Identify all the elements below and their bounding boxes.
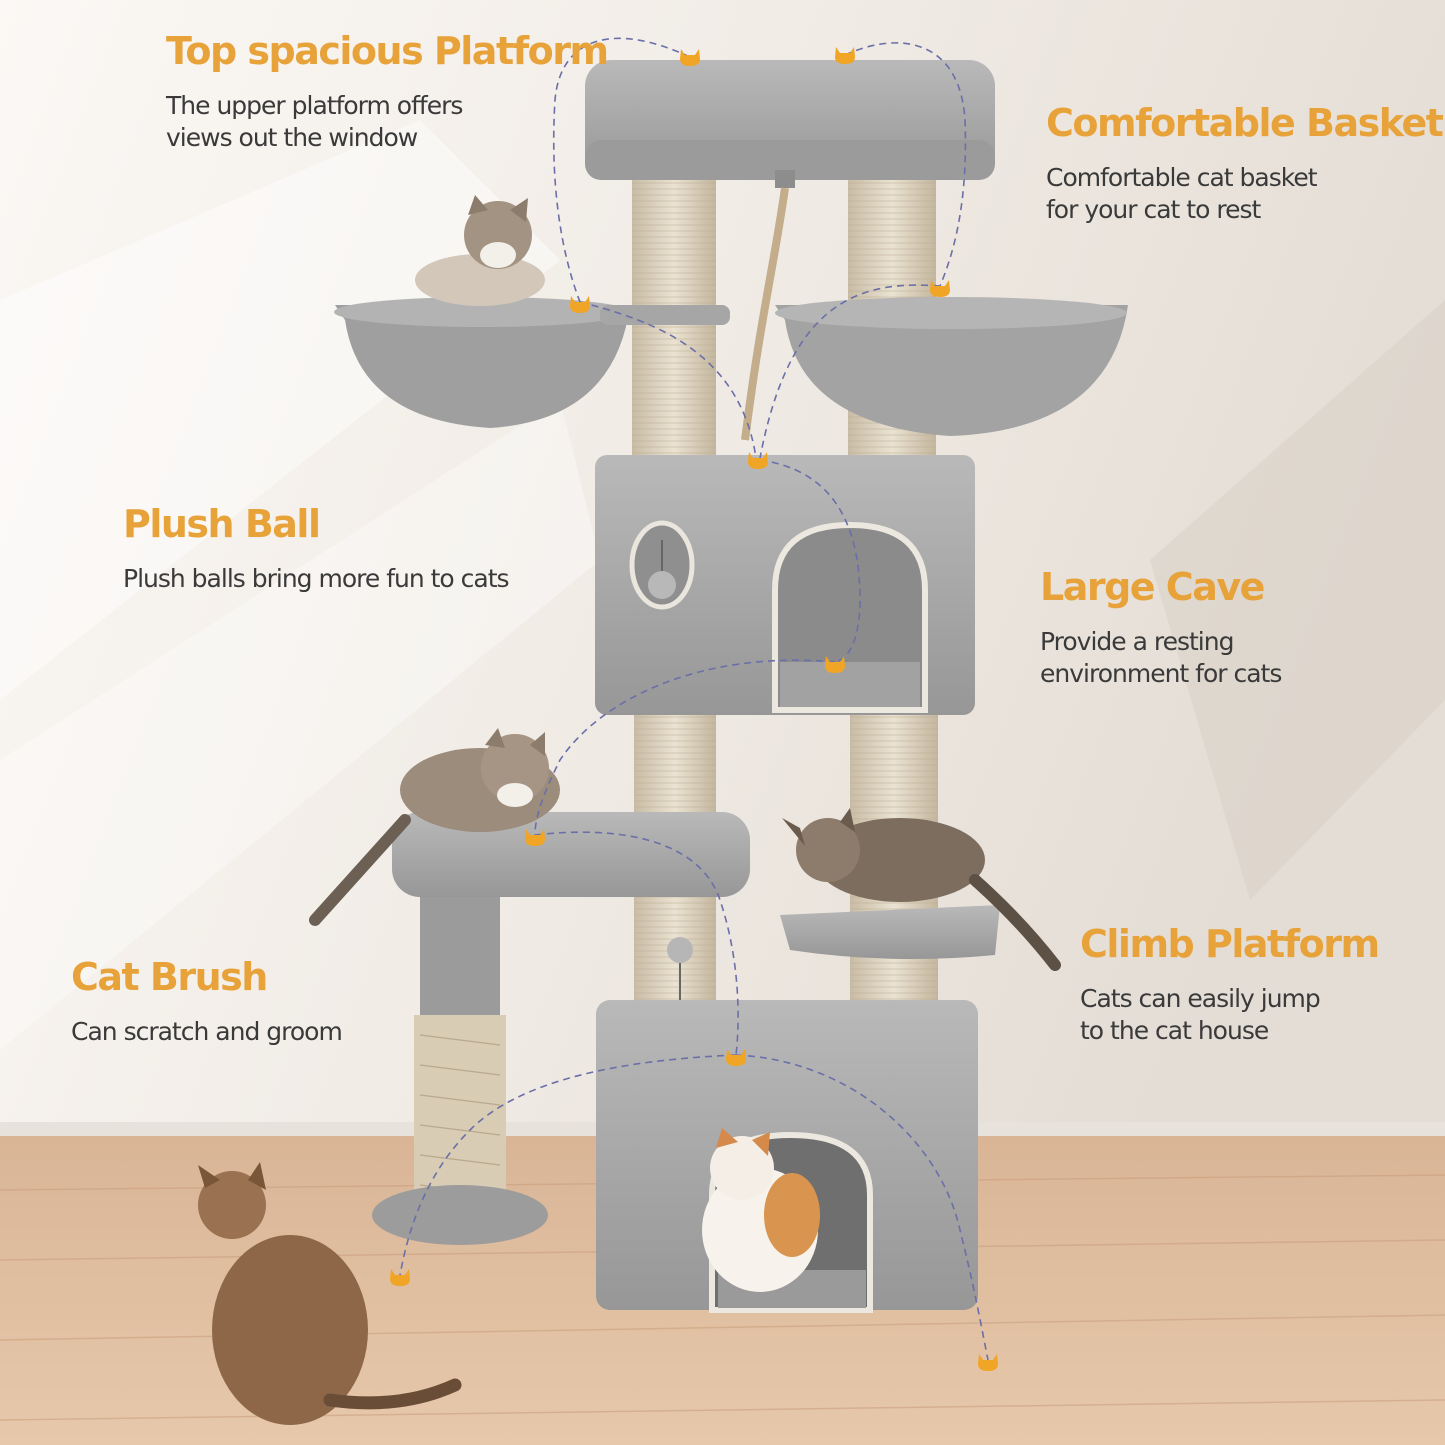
cat-on-floor	[198, 1162, 462, 1425]
feature-description: Cats can easily jump to the cat house	[1080, 984, 1321, 1045]
large-cave-shape	[595, 455, 975, 715]
feature-basket: Comfortable Basket Comfortable cat baske…	[1046, 101, 1444, 226]
climb-left-platform	[372, 812, 750, 1245]
feature-brush: Cat Brush Can scratch and groom	[71, 955, 343, 1048]
cat-on-left-platform	[309, 728, 560, 926]
feature-title: Climb Platform	[1080, 922, 1380, 966]
plush-ball-shape	[648, 571, 676, 599]
feature-cave: Large Cave Provide a resting environment…	[1040, 565, 1282, 690]
wall-shadow	[1150, 300, 1445, 900]
feature-description: Can scratch and groom	[71, 1017, 343, 1046]
feature-title: Cat Brush	[71, 955, 268, 999]
top-platform-shape	[585, 60, 995, 441]
feature-description: The upper platform offers views out the …	[166, 91, 463, 152]
cat-on-left-basket	[415, 195, 545, 306]
feature-top-platform: Top spacious Platform The upper platform…	[166, 29, 609, 154]
window-light	[0, 120, 560, 700]
feature-title: Top spacious Platform	[166, 29, 609, 73]
feature-title: Large Cave	[1040, 565, 1265, 609]
feature-title: Comfortable Basket	[1046, 101, 1444, 145]
window-light	[0, 400, 600, 1050]
feature-plush-ball: Plush Ball Plush balls bring more fun to…	[123, 502, 510, 595]
connector-lines	[399, 37, 989, 1361]
feature-description: Provide a resting environment for cats	[1040, 627, 1282, 688]
basket-left-shape	[334, 297, 730, 428]
cat-in-house	[702, 1128, 820, 1292]
feature-description: Comfortable cat basket for your cat to r…	[1046, 163, 1318, 224]
climb-right-platform	[780, 905, 1000, 959]
cat-on-right-platform	[782, 808, 1061, 971]
feature-title: Plush Ball	[123, 502, 321, 546]
feature-description: Plush balls bring more fun to cats	[123, 564, 510, 593]
basket-right-shape	[775, 297, 1128, 436]
cat-shapes	[198, 195, 1061, 1425]
feature-climb: Climb Platform Cats can easily jump to t…	[1080, 922, 1380, 1047]
